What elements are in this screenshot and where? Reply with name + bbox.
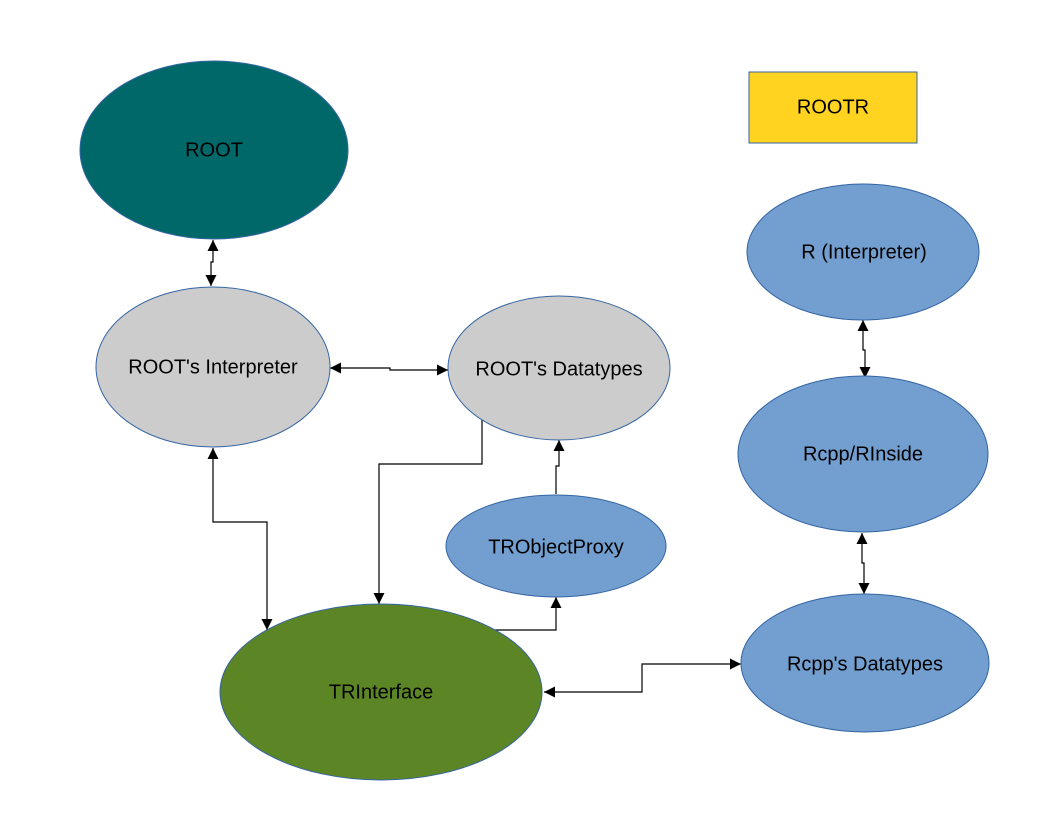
node-root-label: ROOT [185,139,243,161]
node-root-interpreter: ROOT's Interpreter [95,286,331,448]
node-root-shape [79,60,349,240]
node-rcpp-rinside-label: Rcpp/RInside [803,443,923,465]
edge-root-datatypes-to-trinterface [373,420,483,604]
node-rcpp-datatypes-label: Rcpp's Datatypes [787,653,943,675]
node-root: ROOT [79,60,349,240]
edge-trinterface-to-rcpp-datatypes [544,658,741,698]
node-r-interpreter-shape [746,183,980,321]
edge-root-interpreter-to-root-datatypes [330,362,448,376]
node-r-interpreter-label: R (Interpreter) [801,241,927,263]
node-rcpp-rinside-shape [737,375,989,533]
node-trobjectproxy-label: TRObjectProxy [488,536,624,558]
node-root-datatypes: ROOT's Datatypes [447,295,671,441]
node-rootr-label: ROOTR [797,96,869,118]
node-trinterface: TRInterface [219,603,543,781]
node-root-datatypes-shape [447,295,671,441]
node-rcpp-rinside: Rcpp/RInside [737,375,989,533]
edge-trobjectproxy-to-root-datatypes [553,440,565,494]
node-trinterface-label: TRInterface [329,681,433,703]
node-rootr-shape [748,71,918,144]
edge-root-to-root-interpreter [205,240,219,286]
node-root-datatypes-label: ROOT's Datatypes [475,358,642,380]
node-trobjectproxy-shape [445,494,667,598]
node-root-interpreter-shape [95,286,331,448]
edge-rcpp-rinside-to-rcpp-datatypes [856,533,870,594]
connectors [205,240,871,698]
node-rootr: ROOTR [748,71,918,144]
edge-r-interpreter-to-rcpp-rinside [857,320,871,378]
node-r-interpreter: R (Interpreter) [746,183,980,321]
node-root-interpreter-label: ROOT's Interpreter [128,356,298,378]
node-trinterface-shape [219,603,543,781]
node-rcpp-datatypes: Rcpp's Datatypes [740,593,990,733]
node-trobjectproxy: TRObjectProxy [445,494,667,598]
edge-trinterface-to-trobjectproxy [495,597,562,631]
node-rcpp-datatypes-shape [740,593,990,733]
edge-root-interpreter-to-trinterface [207,448,273,630]
